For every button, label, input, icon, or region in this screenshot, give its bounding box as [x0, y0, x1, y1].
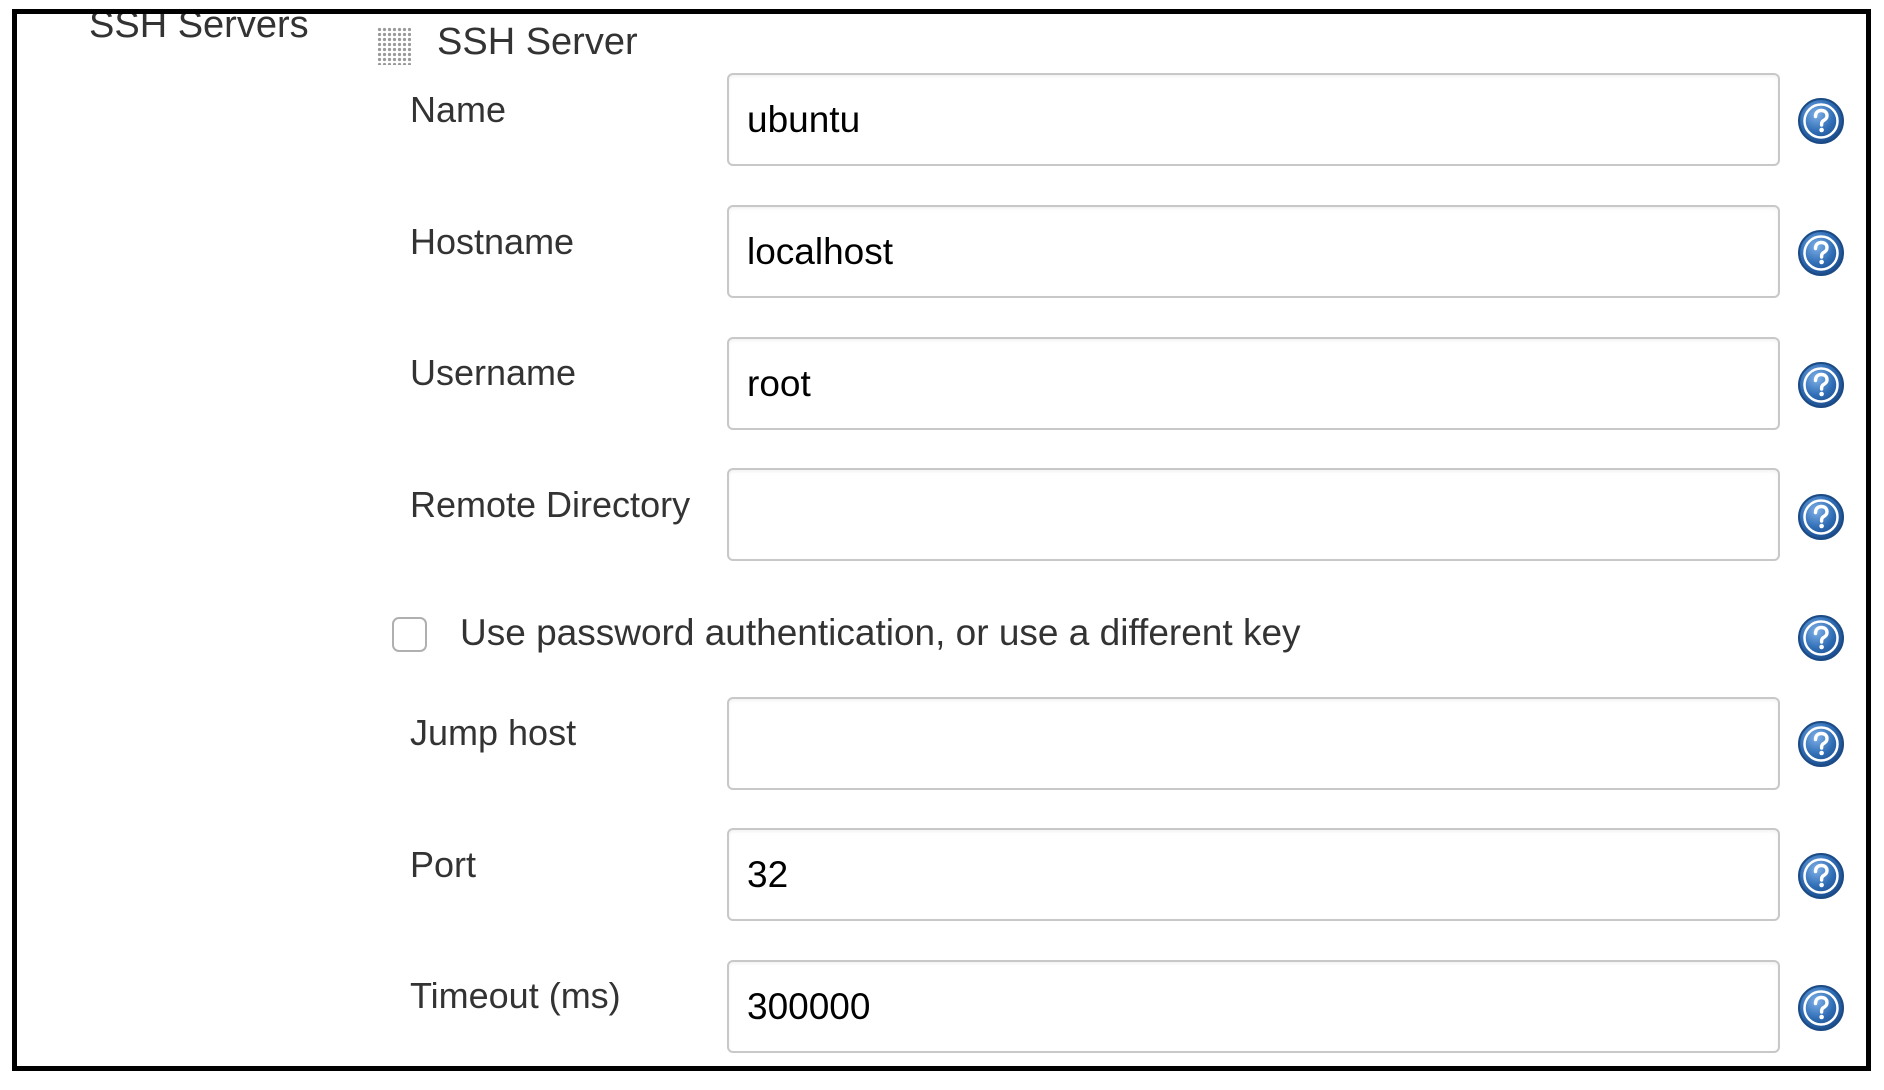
help-icon[interactable] — [1797, 361, 1845, 409]
port-input[interactable] — [727, 828, 1780, 921]
username-label: Username — [410, 352, 577, 393]
timeout-label: Timeout (ms) — [410, 975, 621, 1016]
help-icon[interactable] — [1797, 852, 1845, 900]
help-icon[interactable] — [1797, 720, 1845, 768]
help-icon[interactable] — [1797, 493, 1845, 541]
jump-host-label: Jump host — [410, 712, 577, 753]
timeout-input[interactable] — [727, 960, 1780, 1053]
name-input[interactable] — [727, 73, 1780, 166]
ssh-server-title: SSH Server — [437, 21, 638, 63]
help-icon[interactable] — [1797, 97, 1845, 145]
remote-directory-label: Remote Directory — [410, 484, 691, 525]
help-icon[interactable] — [1797, 229, 1845, 277]
password-auth-label: Use password authentication, or use a di… — [460, 612, 1301, 653]
remote-directory-input[interactable] — [727, 468, 1780, 561]
jump-host-input[interactable] — [727, 697, 1780, 790]
hostname-input[interactable] — [727, 205, 1780, 298]
name-label: Name — [410, 89, 507, 130]
hostname-label: Hostname — [410, 221, 575, 262]
port-label: Port — [410, 844, 477, 885]
help-icon[interactable] — [1797, 984, 1845, 1032]
drag-handle-icon[interactable] — [377, 27, 411, 65]
username-input[interactable] — [727, 337, 1780, 430]
help-icon[interactable] — [1797, 614, 1845, 662]
section-title: SSH Servers — [89, 9, 309, 46]
password-auth-checkbox[interactable] — [392, 617, 427, 652]
ssh-servers-panel: SSH Servers SSH Server Name Hostname Use… — [12, 9, 1871, 1071]
